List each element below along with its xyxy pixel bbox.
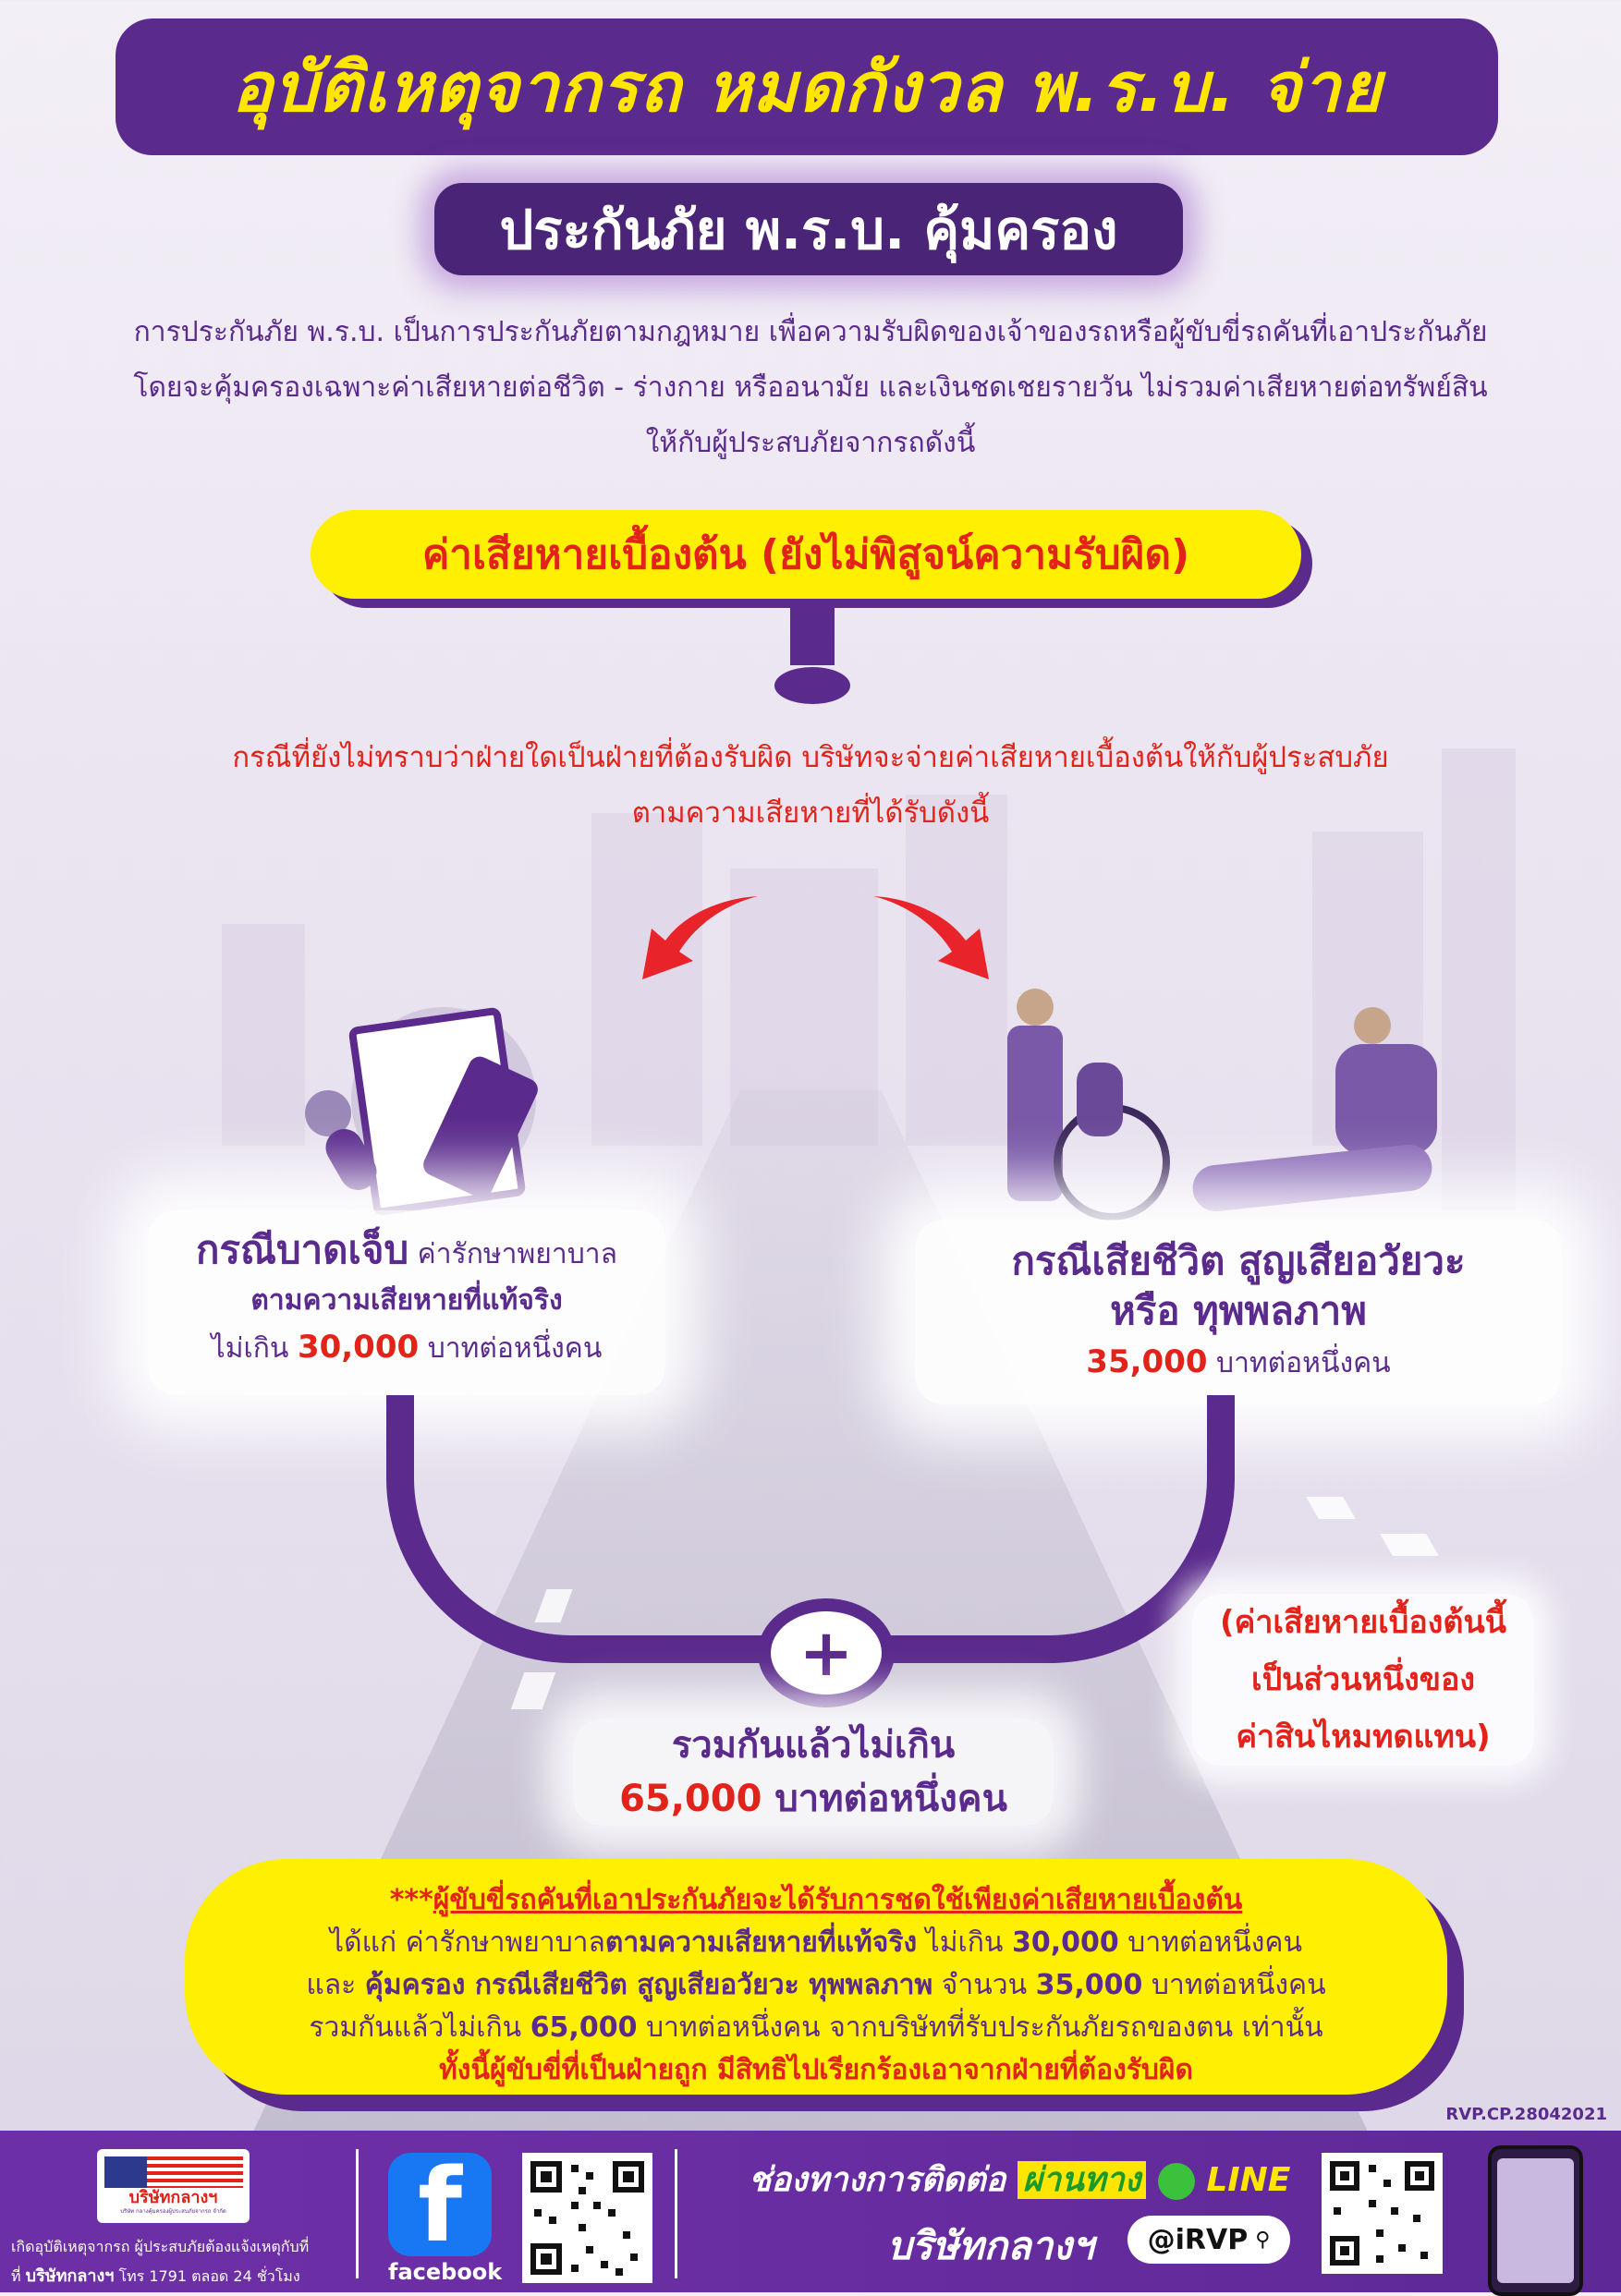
injury-case-panel: กรณีบาดเจ็บ ค่ารักษาพยาบาล ตามความเสียหา… — [148, 1210, 665, 1395]
summary-line2-d: บาทต่อหนึ่งคน — [1118, 1926, 1302, 1959]
injury-case-prefix: ไม่เกิน — [211, 1332, 298, 1365]
contact-label: ช่องทางการติดต่อ — [749, 2161, 1018, 2199]
background-building — [591, 813, 702, 1146]
summary-line3-c: จำนวน — [932, 1969, 1036, 2001]
contact-channel-text: ช่องทางการติดต่อ ผ่านทาง LINE — [749, 2153, 1290, 2205]
title-banner: อุบัติเหตุจากรถ หมดกังวล พ.ร.บ. จ่าย — [116, 18, 1498, 155]
injury-case-amount: 30,000 — [297, 1329, 420, 1366]
injury-case-heading: กรณีบาดเจ็บ — [196, 1227, 409, 1272]
connector-stem — [790, 601, 835, 665]
intro-line: ให้กับผู้ประสบภัยจากรถดังนี้ — [645, 427, 976, 459]
preliminary-damages-pill: ค่าเสียหายเบื้องต้น (ยังไม่พิสูจน์ความรั… — [311, 510, 1301, 599]
summary-box: ***ผู้ขับขี่รถคันที่เอาประกันภัยจะได้รับ… — [185, 1859, 1447, 2095]
summary-line4-amount: 65,000 — [530, 2011, 638, 2044]
background-building — [1442, 748, 1516, 1210]
line-id-search[interactable]: @iRVP ⚲ — [1127, 2216, 1290, 2264]
intro-line: โดยจะคุ้มครองเฉพาะค่าเสียหายต่อชีวิต - ร… — [133, 371, 1488, 404]
plus-symbol: + — [798, 1615, 854, 1691]
background-building — [906, 795, 1007, 1146]
footer-company-name: บริษัทกลางฯ — [887, 2223, 1094, 2268]
lane-marking — [1306, 1497, 1356, 1519]
search-icon: ⚲ — [1255, 2228, 1271, 2252]
total-line1: รวมกันแล้วไม่เกิน — [671, 1724, 956, 1767]
phone-illustration — [1488, 2145, 1583, 2296]
contact-via-label: ผ่านทาง — [1017, 2161, 1147, 2199]
summary-line4-a: รวมกันแล้วไม่เกิน — [309, 2011, 530, 2044]
plus-icon: + — [758, 1598, 895, 1707]
background-building — [222, 924, 305, 1146]
compensation-note: (ค่าเสียหายเบื้องต้นนี้ เป็นส่วนหนึ่งของ… — [1192, 1594, 1534, 1766]
injury-case-line2: ตามความเสียหายที่แท้จริง — [250, 1284, 563, 1317]
compensation-note-line: เป็นส่วนหนึ่งของ — [1250, 1661, 1476, 1698]
footer-note-prefix: ที่ — [11, 2267, 26, 2285]
summary-line5: ทั้งนี้ผู้ขับขี่ที่เป็นฝ่ายถูก มีสิทธิไป… — [439, 2054, 1193, 2086]
summary-line3-d: บาทต่อหนึ่งคน — [1142, 1969, 1326, 2001]
footer-divider — [356, 2149, 359, 2278]
injury-case-heading-suffix: ค่ารักษาพยาบาล — [408, 1238, 617, 1270]
preliminary-note-line: กรณีที่ยังไม่ทราบว่าฝ่ายใดเป็นฝ่ายที่ต้อ… — [232, 741, 1389, 774]
preliminary-damages-label: ค่าเสียหายเบื้องต้น (ยังไม่พิสูจน์ความรั… — [421, 531, 1190, 578]
rescuer-icon — [1335, 1044, 1437, 1155]
lane-marking — [1380, 1534, 1439, 1556]
person-head-icon — [1017, 989, 1054, 1026]
total-amount: 65,000 — [619, 1778, 762, 1820]
company-logo: บริษัทกลางฯ บริษัท กลางคุ้มครองผู้ประสบภ… — [97, 2149, 250, 2223]
line-id: @iRVP — [1147, 2223, 1249, 2256]
rescuer-head-icon — [1354, 1007, 1391, 1044]
death-case-heading-line1: กรณีเสียชีวิต สูญเสียอวัยวะ — [1011, 1238, 1466, 1283]
summary-line2-b: ตามความเสียหายที่แท้จริง — [604, 1926, 918, 1959]
intro-line: การประกันภัย พ.ร.บ. เป็นการประกันภัยตามก… — [133, 316, 1488, 348]
line-icon[interactable] — [1157, 2163, 1195, 2200]
qr-code-icon[interactable] — [1322, 2153, 1443, 2274]
total-suffix: บาทต่อหนึ่งคน — [762, 1778, 1007, 1820]
total-panel: รวมกันแล้วไม่เกิน 65,000 บาทต่อหนึ่งคน — [573, 1719, 1054, 1826]
death-case-amount: 35,000 — [1086, 1343, 1208, 1380]
phone-screen — [1497, 2158, 1574, 2283]
page-title: อุบัติเหตุจากรถ หมดกังวล พ.ร.บ. จ่าย — [231, 48, 1383, 128]
summary-line3-a: และ — [306, 1969, 365, 2001]
logo-block — [104, 2156, 147, 2188]
summary-asterisks: *** — [389, 1884, 433, 1916]
line-label[interactable]: LINE — [1206, 2161, 1291, 2199]
summary-line2-c: ไม่เกิน — [917, 1926, 1012, 1959]
footer-note-line1: เกิดอุบัติเหตุจากรถ ผู้ประสบภัยต้องแจ้งเ… — [11, 2238, 310, 2255]
injury-case-suffix: บาทต่อหนึ่งคน — [419, 1332, 603, 1365]
summary-line3-b: คุ้มครอง กรณีเสียชีวิต สูญเสียอวัยวะ ทุพ… — [364, 1969, 933, 2001]
page-subtitle: ประกันภัย พ.ร.บ. คุ้มครอง — [499, 198, 1118, 261]
document-code: RVP.CP.28042021 — [1445, 2105, 1607, 2124]
summary-line4-b: บาทต่อหนึ่งคน จากบริษัทที่รับประกันภัยรถ… — [637, 2011, 1323, 2044]
summary-line1: ผู้ขับขี่รถคันที่เอาประกันภัยจะได้รับการ… — [433, 1884, 1243, 1916]
facebook-f-glyph: f — [418, 2146, 462, 2265]
person-seated-icon — [1077, 1063, 1123, 1136]
preliminary-note: กรณีที่ยังไม่ทราบว่าฝ่ายใดเป็นฝ่ายที่ต้อ… — [55, 730, 1566, 841]
compensation-note-line: (ค่าเสียหายเบื้องต้นนี้ — [1220, 1604, 1506, 1641]
footer-note-suffix: โทร 1791 ตลอด 24 ชั่วโมง — [114, 2267, 300, 2285]
facebook-label[interactable]: facebook — [388, 2259, 503, 2285]
intro-paragraph: การประกันภัย พ.ร.บ. เป็นการประกันภัยตามก… — [37, 305, 1584, 471]
summary-line2-amount: 30,000 — [1011, 1926, 1119, 1959]
logo-text: บริษัทกลางฯ — [128, 2188, 218, 2207]
summary-line3-amount: 35,000 — [1035, 1969, 1143, 2001]
logo-stripes — [104, 2156, 243, 2188]
preliminary-note-line: ตามความเสียหายที่ได้รับดังนี้ — [631, 796, 990, 830]
death-case-panel: กรณีเสียชีวิต สูญเสียอวัยวะ หรือ ทุพพลภา… — [915, 1220, 1562, 1404]
arrow-right-icon — [873, 896, 989, 979]
logo-caption: บริษัท กลางคุ้มครองผู้ประสบภัยจากรถ จำกั… — [120, 2208, 226, 2215]
death-case-suffix: บาทต่อหนึ่งคน — [1207, 1347, 1391, 1379]
qr-code-icon[interactable] — [522, 2153, 652, 2283]
connector-foot — [774, 667, 850, 704]
subtitle-banner: ประกันภัย พ.ร.บ. คุ้มครอง — [434, 183, 1183, 275]
victim-lying-icon — [1190, 1142, 1434, 1214]
summary-line2-a: ได้แก่ ค่ารักษาพยาบาล — [330, 1926, 605, 1959]
footer-divider — [675, 2149, 677, 2278]
facebook-icon[interactable]: f — [388, 2153, 492, 2256]
compensation-note-line: ค่าสินไหมทดแทน) — [1236, 1719, 1491, 1755]
death-case-heading-line2: หรือ ทุพพลภาพ — [1110, 1288, 1367, 1333]
footer-note-company: บริษัทกลางฯ — [25, 2266, 115, 2286]
arrow-left-icon — [642, 896, 758, 979]
